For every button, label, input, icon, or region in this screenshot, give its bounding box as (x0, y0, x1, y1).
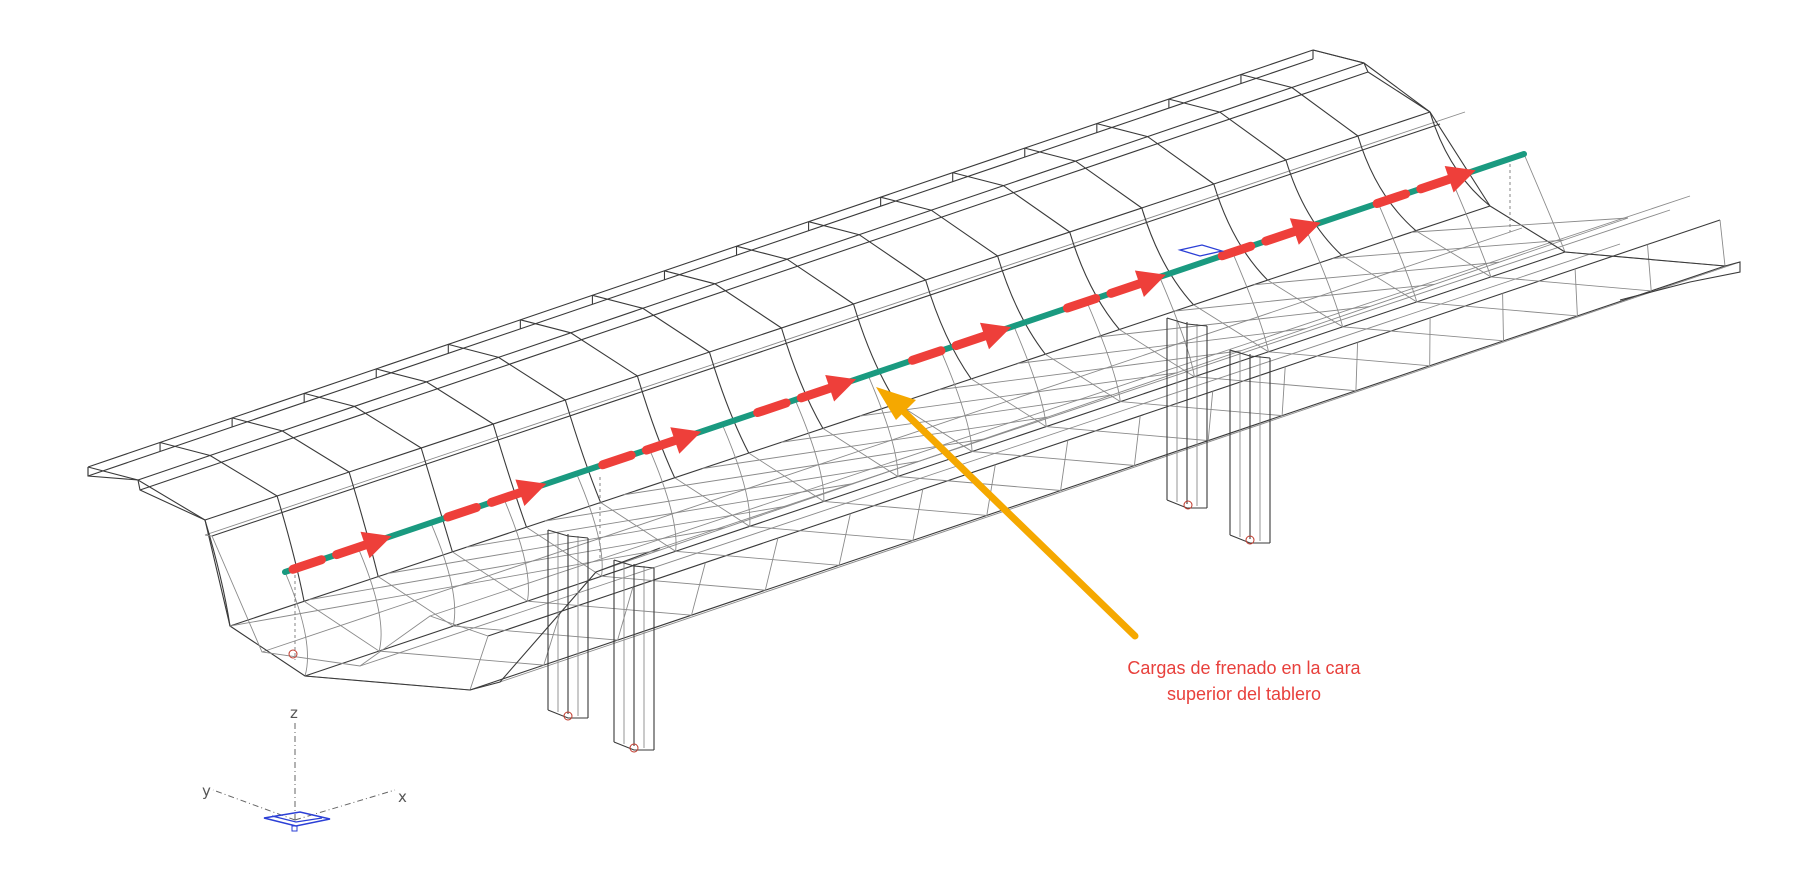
pier-3 (1166, 317, 1208, 509)
brake-load-arrow-icon (908, 322, 1012, 365)
brake-load-arrow-icon (288, 531, 392, 574)
brake-load-arrows (288, 166, 1476, 574)
brake-load-arrow-icon (1372, 166, 1476, 209)
braking-load-group (282, 151, 1527, 575)
ucs-axis-indicator: z x y (202, 704, 407, 832)
annotation-line-2: superior del tablero (1167, 684, 1321, 704)
support-markers (288, 500, 1255, 753)
pointer-arrow (876, 387, 1139, 640)
annotation-line-1: Cargas de frenado en la cara (1127, 658, 1361, 678)
brake-load-arrow-icon (1062, 270, 1166, 313)
brake-load-arrow-icon (753, 375, 857, 418)
pier-1 (547, 529, 589, 719)
support-marker-icon (1245, 535, 1255, 545)
annotation: Cargas de frenado en la cara superior de… (1125, 656, 1363, 706)
pier-4 (1229, 349, 1271, 544)
deck-ucs-marker-icon (1177, 244, 1225, 257)
axis-label-z: z (290, 704, 298, 722)
support-marker-icon (563, 711, 573, 721)
ucs-icon (263, 811, 331, 832)
brake-load-arrow-icon (443, 479, 547, 522)
support-marker-icon (629, 743, 639, 753)
brake-load-arrow-icon (598, 427, 702, 470)
brake-load-arrow-icon (1217, 218, 1321, 261)
axis-label-x: x (398, 788, 407, 806)
pier-2 (613, 559, 655, 751)
support-marker-icon (1183, 500, 1193, 510)
support-marker-icon (288, 649, 298, 659)
bridge-piers (547, 317, 1271, 751)
bridge-deck-wireframe (87, 49, 1741, 691)
axis-label-y: y (202, 782, 211, 800)
